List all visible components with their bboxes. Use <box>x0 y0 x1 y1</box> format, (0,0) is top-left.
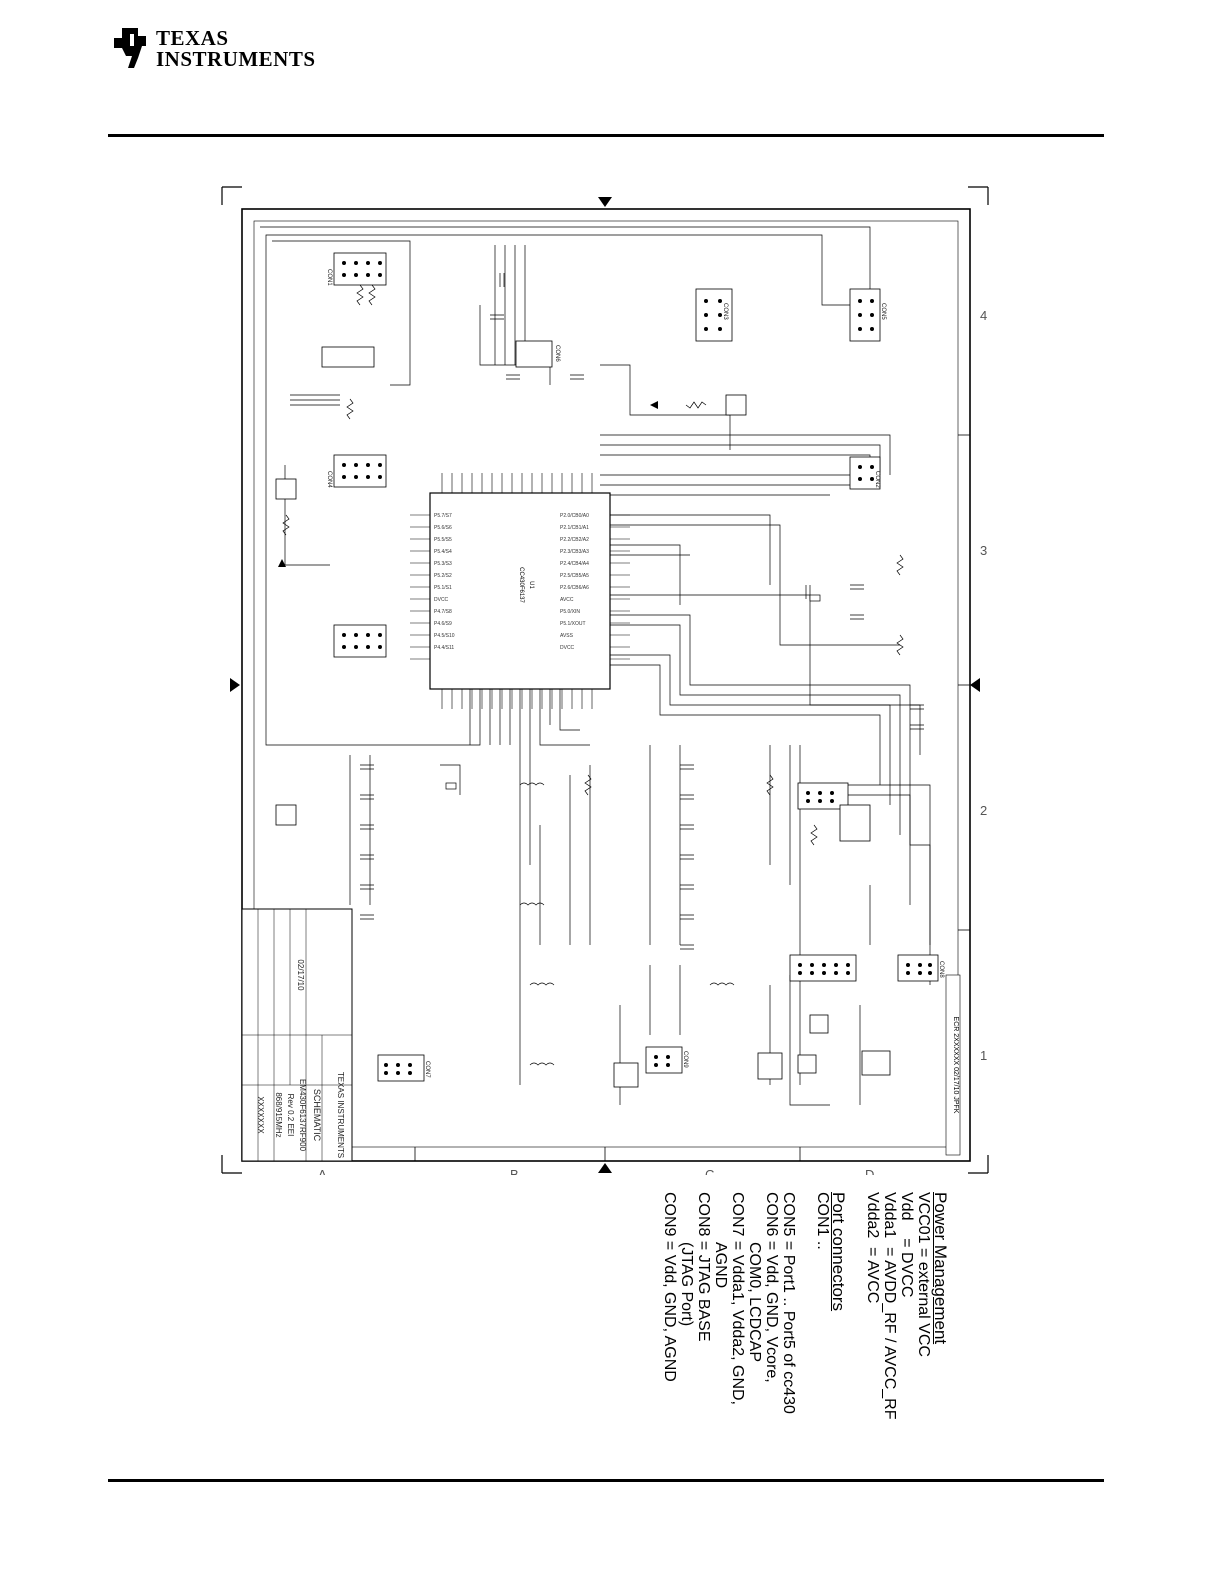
ti-logo-icon <box>114 28 146 68</box>
connector-label: CON8 <box>938 961 944 978</box>
svg-text:P2.2/CB2/A2: P2.2/CB2/A2 <box>560 537 589 543</box>
schematic-drawing: 4 3 2 1 A B C D <box>221 186 989 1175</box>
svg-text:P5.1/S1: P5.1/S1 <box>434 585 452 591</box>
port-item: CON6 = Vdd, GND, Vcore, <box>762 1192 780 1383</box>
brand-wordmark: Texas Instruments <box>156 28 316 70</box>
connector-label: CON3 <box>722 303 728 320</box>
svg-text:P2.0/CB0/A0: P2.0/CB0/A0 <box>560 513 589 519</box>
power-item: VCC01 = external VCC <box>915 1192 933 1357</box>
brand-line-2: Instruments <box>156 47 316 71</box>
svg-text:P5.6/S6: P5.6/S6 <box>434 525 452 531</box>
port-item: CON8 = JTAG BASE <box>695 1192 713 1342</box>
svg-text:P5.4/S4: P5.4/S4 <box>434 549 452 555</box>
port-item: (JTAG Port) <box>678 1242 696 1327</box>
connector-label: CON4 <box>326 471 332 488</box>
svg-text:P5.2/S2: P5.2/S2 <box>434 573 452 579</box>
title-date: 02/17/10 <box>296 959 305 991</box>
zone-number: 1 <box>980 1048 987 1063</box>
connector-label: CON9 <box>682 1051 688 1068</box>
svg-text:P2.3/CB3/A3: P2.3/CB3/A3 <box>560 549 589 555</box>
svg-text:P4.5/S10: P4.5/S10 <box>434 633 455 639</box>
port-item: CON1 .. <box>813 1192 831 1250</box>
connector-label: CON2 <box>874 471 880 488</box>
zone-letter: D <box>865 1167 874 1175</box>
power-item: Vdd = DVCC <box>898 1192 916 1298</box>
connector-label: CON5 <box>880 303 886 320</box>
svg-text:P2.5/CB5/A5: P2.5/CB5/A5 <box>560 573 589 579</box>
title-rev: Rev 0.2 EEI <box>286 1094 295 1137</box>
footer-rule <box>108 1479 1104 1482</box>
svg-text:P5.1/XOUT: P5.1/XOUT <box>560 621 586 627</box>
header-rule <box>108 134 1104 137</box>
zone-number: 4 <box>980 308 987 323</box>
port-item: CON9 = Vdd, GND, AGND <box>661 1192 679 1382</box>
svg-text:AVSS: AVSS <box>560 633 574 639</box>
title-schematic: SCHEMATIC <box>312 1089 322 1142</box>
svg-text:P5.5/S5: P5.5/S5 <box>434 537 452 543</box>
connector-label: CON6 <box>554 345 560 362</box>
port-heading: Port connectors <box>829 1192 849 1312</box>
svg-text:P5.0/XIN: P5.0/XIN <box>560 609 580 615</box>
title-company: TEXAS INSTRUMENTS <box>336 1072 345 1158</box>
svg-text:DVCC: DVCC <box>560 645 575 651</box>
zone-letter: B <box>510 1167 519 1175</box>
brand-line-1: Texas <box>156 26 229 50</box>
title-freq: 868/915MHz <box>274 1092 283 1137</box>
connector-label: CON7 <box>424 1061 430 1078</box>
svg-text:P4.7/S8: P4.7/S8 <box>434 609 452 615</box>
title-board: EM430F6137RF900 <box>298 1079 307 1152</box>
zone-letter: C <box>705 1167 714 1175</box>
svg-text:P4.4/S11: P4.4/S11 <box>434 645 454 651</box>
connector-label: CON1 <box>326 269 332 286</box>
chip-label: CC430F6137 <box>518 567 524 603</box>
power-item: Vdda1 = AVDD_RF / AVCC_RF <box>881 1192 899 1420</box>
legend: Power Management VCC01 = external VCC Vd… <box>660 1192 950 1452</box>
revision-note: ECR 2XXXXXX 02/17/10 JPFK <box>952 1017 959 1114</box>
svg-text:P4.6/S9: P4.6/S9 <box>434 621 452 627</box>
svg-text:P2.4/CB4/A4: P2.4/CB4/A4 <box>560 561 589 567</box>
zone-number: 3 <box>980 543 987 558</box>
power-item: Vdda2 = AVCC <box>864 1192 882 1304</box>
svg-text:DVCC: DVCC <box>434 597 449 603</box>
port-item: COM0, LCDCAP <box>745 1242 763 1363</box>
svg-text:P2.6/CB6/A6: P2.6/CB6/A6 <box>560 585 589 591</box>
svg-text:AVCC: AVCC <box>560 597 574 603</box>
svg-text:P5.3/S3: P5.3/S3 <box>434 561 452 567</box>
title-doc-no: XXXXXXX <box>256 1096 265 1134</box>
port-item: AGND <box>712 1242 730 1289</box>
port-item: CON7 = Vdda1, Vdda2, GND, <box>728 1192 746 1405</box>
zone-number: 2 <box>980 803 987 818</box>
svg-text:P2.1/CB1/A1: P2.1/CB1/A1 <box>560 525 589 531</box>
chip-ref: U1 <box>528 581 534 589</box>
zone-letter: A <box>318 1167 327 1175</box>
power-heading: Power Management <box>931 1192 950 1345</box>
svg-text:P5.7/S7: P5.7/S7 <box>434 513 452 519</box>
port-item: CON5 = Port1 .. Port5 of cc430 <box>779 1192 797 1414</box>
